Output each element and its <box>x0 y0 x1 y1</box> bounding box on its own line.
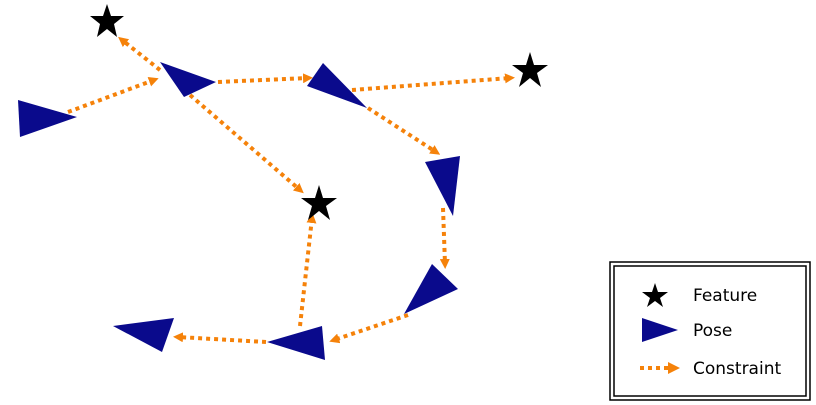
legend-label-feature: Feature <box>693 286 757 306</box>
constraint-arrow <box>173 332 267 344</box>
legend-border-inner <box>613 265 807 397</box>
constraint-arrow <box>298 213 317 327</box>
legend: Feature Pose Constraint <box>609 261 811 401</box>
constraint-arrow <box>366 106 441 155</box>
feature-star <box>90 4 124 37</box>
feature-star <box>301 185 337 220</box>
constraint-arrow <box>329 313 409 344</box>
legend-label-constraint: Constraint <box>693 359 781 379</box>
pose-triangle <box>160 62 216 97</box>
pose-triangle <box>425 156 460 216</box>
pose-triangle <box>267 326 325 360</box>
constraints <box>67 36 515 344</box>
pose-triangle <box>307 63 367 108</box>
legend-label-pose: Pose <box>693 321 732 341</box>
pose-triangle <box>18 100 77 137</box>
poses <box>18 62 460 360</box>
pose-triangle <box>404 264 458 314</box>
features <box>90 4 548 220</box>
constraint-arrow <box>118 36 162 72</box>
constraint-arrow <box>188 93 304 194</box>
legend-border-outer <box>609 261 811 401</box>
dotted-arrow-head <box>668 362 680 374</box>
triangle-icon <box>642 318 678 342</box>
constraint-arrow <box>217 73 313 84</box>
feature-star <box>512 52 548 87</box>
constraint-arrow <box>439 207 450 269</box>
star-icon <box>642 283 668 307</box>
constraint-arrow <box>67 77 159 114</box>
constraint-arrow <box>351 73 515 92</box>
pose-triangle <box>113 318 174 352</box>
